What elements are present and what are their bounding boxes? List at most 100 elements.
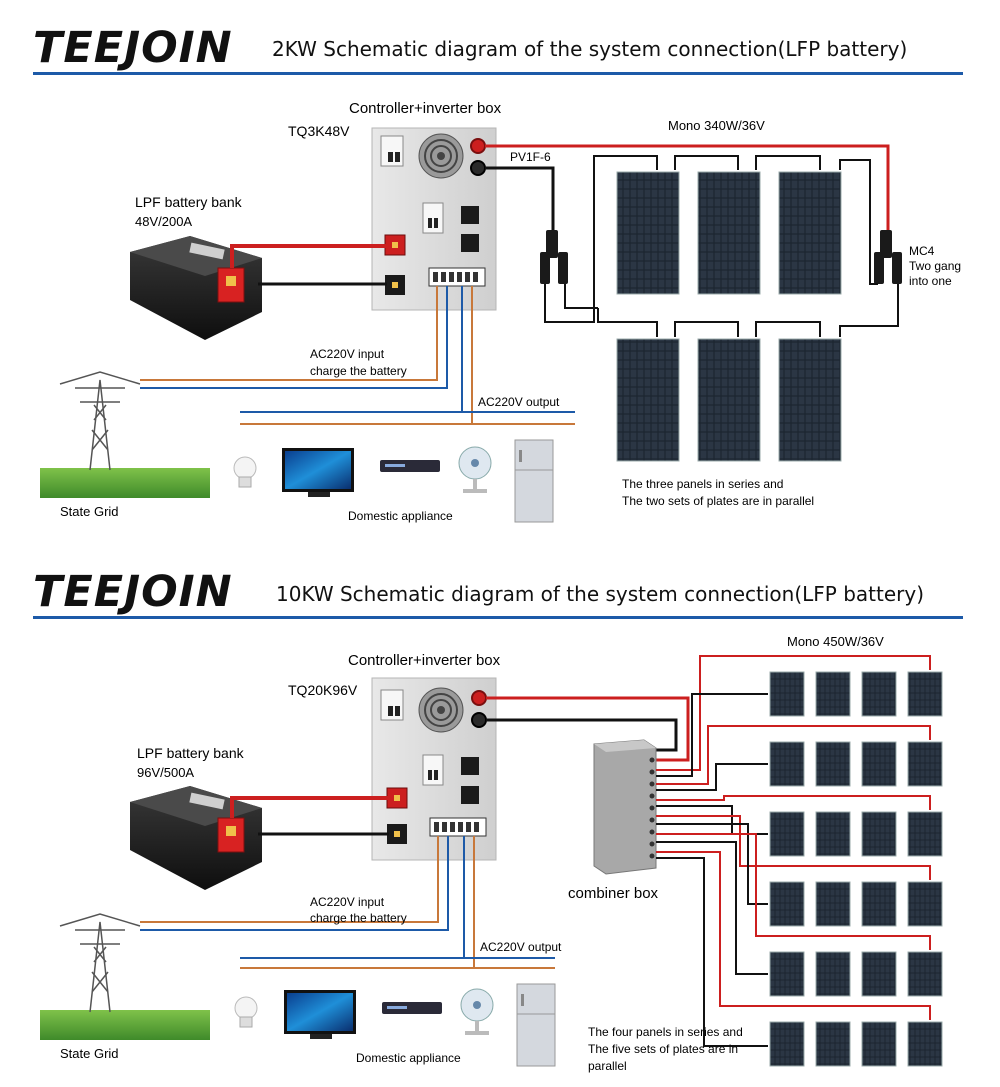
solar-panel-icon [815,811,851,857]
pv-positive-cable [486,696,690,762]
appliances [233,439,554,523]
solar-panel-icon [769,881,805,927]
solar-panel-icon [907,951,943,997]
solar-panel-icon [861,881,897,927]
dvd-player-icon [382,1002,442,1014]
ac-input-label: AC220V input [310,895,385,909]
solar-panel-icon [907,671,943,717]
model-label: TQ3K48V [288,123,350,139]
grid-label: State Grid [60,504,119,519]
solar-panel-icon [861,811,897,857]
solar-panel-icon [697,338,761,462]
ac-output-label: AC220V output [478,395,560,409]
box-title: Controller+inverter box [348,652,501,669]
header-divider [33,72,963,75]
panel-label: Mono 340W/36V [668,118,765,133]
solar-panel-icon [861,671,897,717]
panel-note-line2: The five sets of plates are in [588,1042,738,1056]
solar-panel-icon [815,881,851,927]
dvd-player-icon [380,460,440,472]
panel-row [769,951,943,997]
bulb-icon [234,996,258,1028]
solar-panel-icon [907,741,943,787]
ac-input-label-line2: charge the battery [310,911,407,925]
panel-row [769,741,943,787]
section-2kw: TEEJOIN 2KW Schematic diagram of the sys… [33,23,963,523]
solar-panel-icon [778,171,842,295]
solar-panel-array-2kw [616,171,842,462]
solar-panel-icon [697,171,761,295]
battery-spec: 96V/500A [137,765,194,780]
solar-panel-icon [769,741,805,787]
solar-panel-icon [616,338,680,462]
inverter-box-icon [371,127,497,311]
panel-note-line1: The three panels in series and [622,477,783,491]
panel-row [769,811,943,857]
box-title: Controller+inverter box [349,100,502,117]
section-title: 10KW Schematic diagram of the system con… [276,582,924,606]
solar-panel-icon [769,811,805,857]
solar-panel-icon [907,1021,943,1067]
brand-logo: TEEJOIN [33,23,233,73]
battery-label: LPF battery bank [135,194,243,210]
panel-row [769,671,943,717]
ac-wiring [140,836,555,969]
ac-input-label: AC220V input [310,347,385,361]
tower-icon [40,371,210,498]
mc4-connector-icon [540,230,902,284]
tv-icon [284,990,356,1039]
battery-icon [130,786,262,890]
battery-icon [130,236,262,340]
appliance-label: Domestic appliance [348,509,453,523]
ac-input-label-line2: charge the battery [310,364,407,378]
mc4-label-line2: Two gang [909,259,961,273]
logo-text: TEEJOIN [33,23,233,73]
solar-panel-icon [861,741,897,787]
tower-icon [40,913,210,1040]
mc4-label-line3: into one [909,274,952,288]
solar-panel-icon [616,171,680,295]
solar-panel-icon [907,811,943,857]
pv-negative-cable [485,166,555,232]
battery-positive-cable [230,244,387,268]
tv-icon [282,448,354,497]
brand-logo: TEEJOIN [33,567,233,617]
solar-panel-icon [769,671,805,717]
pv-positive-cable [485,144,890,232]
logo-text: TEEJOIN [33,567,233,617]
bulb-icon [233,456,257,488]
solar-panel-icon [861,1021,897,1067]
section-10kw: TEEJOIN 10KW Schematic diagram of the sy… [33,567,963,1073]
string-wiring [656,655,931,1047]
header-divider [33,616,963,619]
inverter-box-icon [371,677,497,861]
battery-label: LPF battery bank [137,745,245,761]
fan-icon [460,988,494,1035]
fridge-icon [516,983,556,1067]
solar-panel-icon [769,951,805,997]
panel-row [769,881,943,927]
mc4-label: MC4 [909,244,935,258]
pv-negative-cable [486,718,678,752]
panel-label: Mono 450W/36V [787,634,884,649]
battery-positive-cable [230,796,389,818]
fan-icon [458,446,492,493]
section-title: 2KW Schematic diagram of the system conn… [272,37,907,61]
ac-wiring [140,286,575,425]
ac-output-label: AC220V output [480,940,562,954]
solar-panel-icon [815,951,851,997]
solar-panel-icon [907,881,943,927]
connector-label: PV1F-6 [510,150,551,164]
solar-panel-icon [815,671,851,717]
solar-panel-icon [815,741,851,787]
fridge-icon [514,439,554,523]
solar-panel-icon [815,1021,851,1067]
panel-note-line1: The four panels in series and [588,1025,743,1039]
model-label: TQ20K96V [288,682,358,698]
battery-spec: 48V/200A [135,214,192,229]
panel-note-line2: The two sets of plates are in parallel [622,494,814,508]
grid-label: State Grid [60,1046,119,1061]
panel-note-line3: parallel [588,1059,627,1073]
appliances [234,983,556,1067]
